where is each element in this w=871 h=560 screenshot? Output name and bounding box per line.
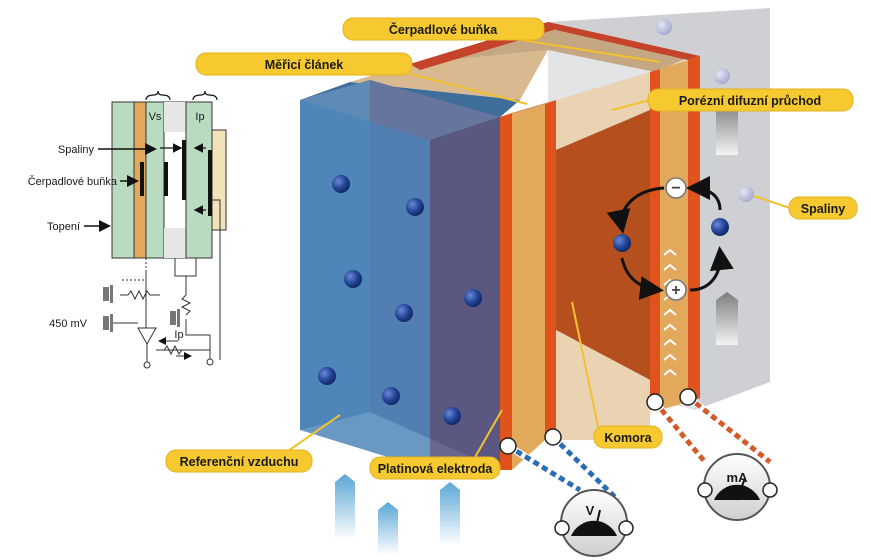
pump-cell-label: Čerpadlové buňka [389, 22, 498, 37]
ammeter-wires [652, 394, 773, 465]
schematic-exhaust-label: Spaliny [58, 144, 95, 156]
callout-exhaust: Spaliny [753, 195, 858, 220]
minus-symbol: − [665, 177, 687, 199]
schematic-voltage-label: 450 mV [49, 318, 88, 330]
schematic-vs-label: Vs [149, 111, 162, 123]
callout-measure-cell: Měřicí článek [195, 52, 528, 105]
exhaust-label: Spaliny [801, 202, 846, 216]
exhaust-flow-arrows [716, 102, 738, 345]
voltmeter: V [554, 489, 634, 557]
ammeter: mA [697, 453, 778, 521]
measure-cell-label: Měřicí článek [265, 58, 344, 72]
plus-symbol: + [665, 279, 687, 301]
reference-air-flow-arrows [335, 474, 460, 555]
callout-pump-cell: Čerpadlové buňka [342, 17, 661, 63]
reference-air-label: Referenční vzduchu [180, 455, 299, 469]
oxygen-molecules-reference [318, 175, 482, 425]
callout-platinum-electrode: Platinová elektroda [369, 409, 503, 480]
exhaust-molecules [656, 19, 754, 202]
callout-chamber: Komora [571, 301, 663, 449]
schematic-ip-top-label: Ip [195, 111, 204, 123]
plus-sign: + [671, 282, 680, 299]
schematic: Vs Ip Spaliny Čerpadlové buňka Topení 45… [28, 90, 227, 369]
ammeter-label: mA [727, 470, 749, 485]
chamber-label: Komora [604, 431, 652, 445]
minus-sign: − [671, 180, 680, 197]
pump-cycle [606, 176, 734, 300]
platinum-electrode-label: Platinová elektroda [378, 462, 494, 476]
voltmeter-wires [506, 434, 621, 503]
chamber [556, 72, 650, 440]
porous-path-label: Porézní difuzní průchod [679, 94, 821, 108]
callout-reference-air: Referenční vzduchu [165, 414, 341, 473]
reference-air-block [300, 80, 500, 470]
schematic-ip-bottom-label: Ip [174, 329, 183, 341]
schematic-pump-cell-label: Čerpadlové buňka [28, 175, 118, 188]
terminal-nodes [499, 388, 697, 455]
measuring-cell-layers [500, 100, 556, 470]
callout-porous-path: Porézní difuzní průchod [611, 88, 854, 112]
schematic-heater-label: Topení [47, 221, 80, 233]
voltmeter-label: V [586, 503, 595, 518]
